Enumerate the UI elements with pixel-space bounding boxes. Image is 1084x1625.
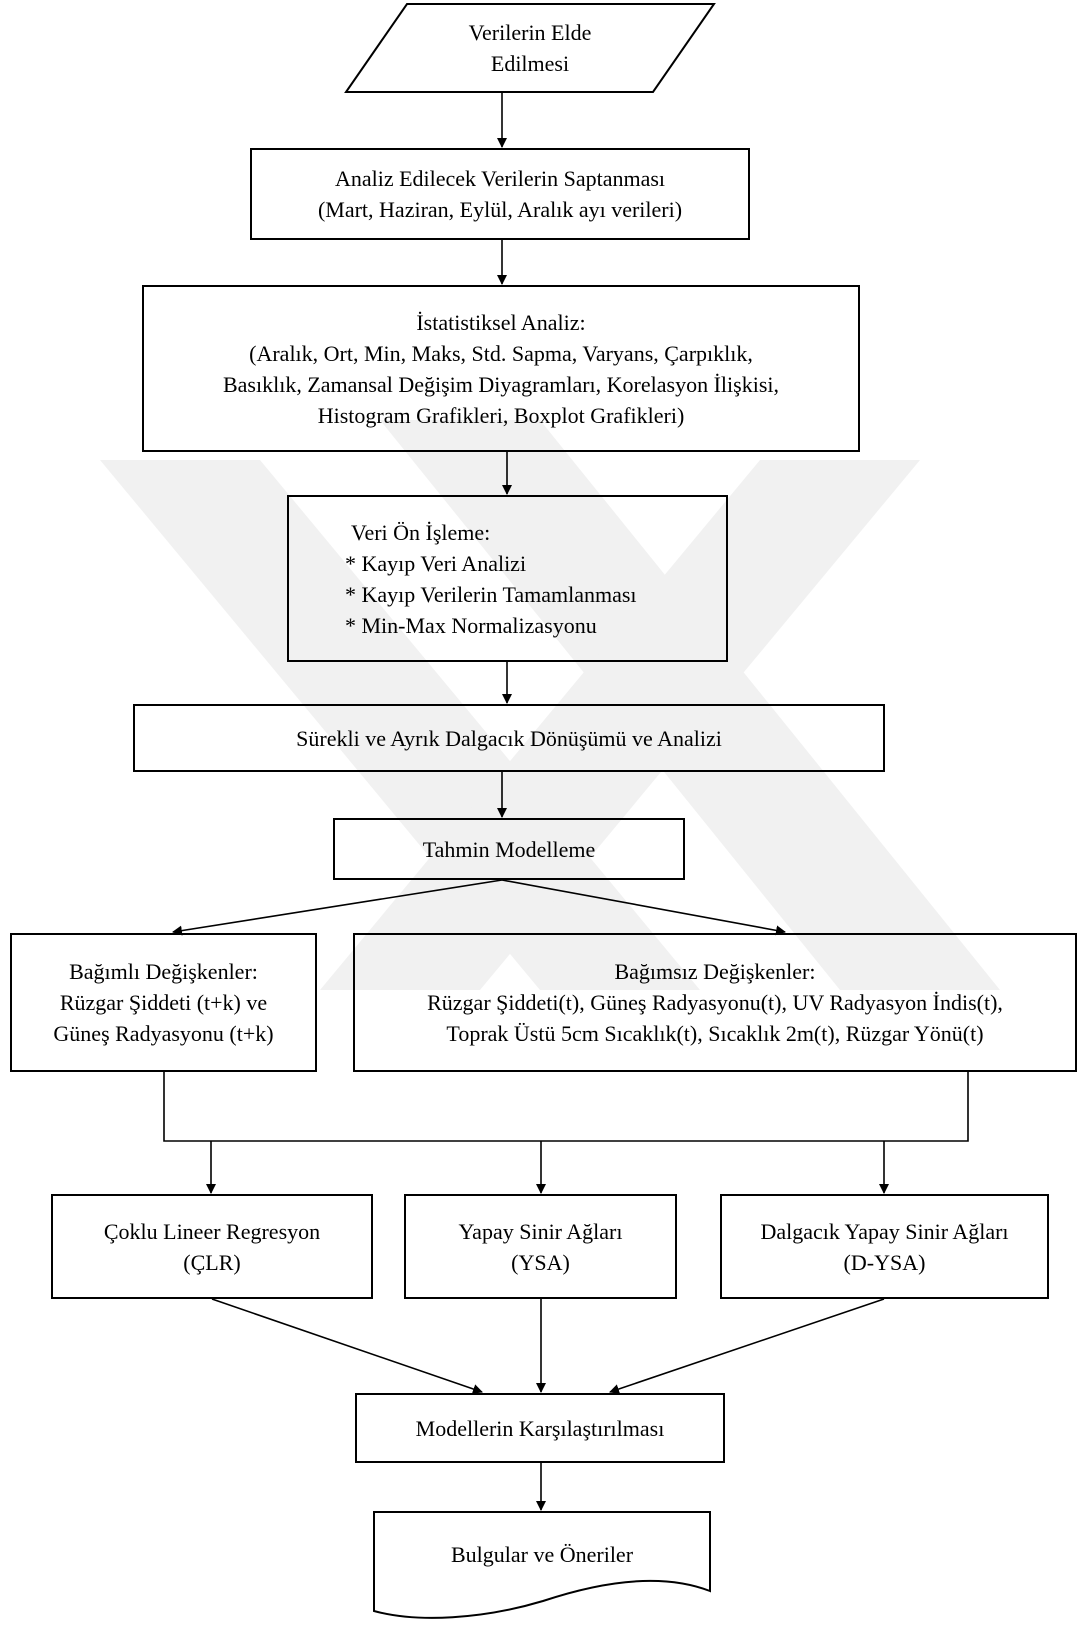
node-statistical-analysis-line-3: Basıklık, Zamansal Değişim Diyagramları,… xyxy=(222,371,779,397)
node-data-acquisition-line-1: Verilerin Elde xyxy=(468,20,592,45)
node-statistical-analysis: İstatistiksel Analiz: (Aralık, Ort, Min,… xyxy=(142,285,860,452)
node-wavelet-transform: Sürekli ve Ayrık Dalgacık Dönüşümü ve An… xyxy=(133,704,885,772)
node-independent-variables: Bağımsız Değişkenler: Rüzgar Şiddeti(t),… xyxy=(353,933,1077,1072)
node-wavelet-transform-line-1: Sürekli ve Ayrık Dalgacık Dönüşümü ve An… xyxy=(296,725,722,751)
node-dependent-variables-line-1: Bağımlı Değişkenler: xyxy=(69,959,258,984)
node-data-preprocessing-line-2: * Kayıp Veri Analizi xyxy=(345,550,527,576)
node-model-comparison-line-1: Modellerin Karşılaştırılması xyxy=(415,1415,665,1441)
node-dependent-variables: Bağımlı Değişkenler: Rüzgar Şiddeti (t+k… xyxy=(10,933,317,1072)
node-independent-variables-line-3: Toprak Üstü 5cm Sıcaklık(t), Sıcaklık 2m… xyxy=(446,1021,984,1046)
node-model-comparison: Modellerin Karşılaştırılması xyxy=(355,1393,725,1463)
node-multiple-linear-regression: Çoklu Lineer Regresyon (ÇLR) xyxy=(51,1194,373,1299)
node-forecast-modelling: Tahmin Modelleme xyxy=(333,818,685,880)
node-data-selection: Analiz Edilecek Verilerin Saptanması (Ma… xyxy=(250,148,750,240)
node-data-acquisition-line-2: Edilmesi xyxy=(490,51,570,76)
node-statistical-analysis-line-1: İstatistiksel Analiz: xyxy=(416,309,586,335)
node-artificial-neural-networks-line-2: (YSA) xyxy=(511,1249,570,1275)
node-data-preprocessing-line-4: * Min-Max Normalizasyonu xyxy=(345,612,597,638)
node-statistical-analysis-line-2: (Aralık, Ort, Min, Maks, Std. Sapma, Var… xyxy=(249,340,753,366)
node-statistical-analysis-line-4: Histogram Grafikleri, Boxplot Grafikleri… xyxy=(317,402,685,428)
node-findings-recommendations: Bulgular ve Öneriler xyxy=(373,1511,711,1621)
node-findings-recommendations-line-1: Bulgular ve Öneriler xyxy=(450,1542,634,1567)
node-data-selection-line-1: Analiz Edilecek Verilerin Saptanması xyxy=(334,166,666,191)
node-forecast-modelling-line-1: Tahmin Modelleme xyxy=(422,836,596,862)
node-data-selection-line-2: (Mart, Haziran, Eylül, Aralık ayı verile… xyxy=(317,197,683,222)
arrow-model-to-independent xyxy=(501,879,786,936)
parallelogram-shape xyxy=(344,3,716,93)
node-multiple-linear-regression-line-2: (ÇLR) xyxy=(183,1249,241,1275)
arrow-model-to-dependent xyxy=(172,879,503,936)
node-data-acquisition: Verilerin Elde Edilmesi xyxy=(344,3,716,93)
node-dependent-variables-line-2: Rüzgar Şiddeti (t+k) ve xyxy=(59,990,268,1015)
node-artificial-neural-networks-line-1: Yapay Sinir Ağları xyxy=(458,1218,623,1244)
node-dependent-variables-line-3: Güneş Radyasyonu (t+k) xyxy=(53,1021,274,1046)
arrow-dysa-to-compare xyxy=(609,1298,885,1394)
node-data-preprocessing-line-1: Veri Ön İşleme: xyxy=(351,519,491,545)
node-artificial-neural-networks: Yapay Sinir Ağları (YSA) xyxy=(404,1194,677,1299)
node-wavelet-neural-networks: Dalgacık Yapay Sinir Ağları (D-YSA) xyxy=(720,1194,1049,1299)
node-wavelet-neural-networks-line-2: (D-YSA) xyxy=(843,1249,926,1275)
connector-merge-bracket xyxy=(163,1072,969,1142)
node-independent-variables-line-2: Rüzgar Şiddeti(t), Güneş Radyasyonu(t), … xyxy=(427,990,1003,1015)
arrow-clr-to-compare xyxy=(211,1298,483,1394)
node-data-preprocessing: Veri Ön İşleme: * Kayıp Veri Analizi * K… xyxy=(287,495,728,662)
node-wavelet-neural-networks-line-1: Dalgacık Yapay Sinir Ağları xyxy=(760,1218,1009,1244)
node-independent-variables-line-1: Bağımsız Değişkenler: xyxy=(614,959,816,984)
document-shape xyxy=(373,1511,711,1619)
node-data-preprocessing-line-3: * Kayıp Verilerin Tamamlanması xyxy=(345,581,637,607)
node-multiple-linear-regression-line-1: Çoklu Lineer Regresyon xyxy=(103,1218,321,1244)
